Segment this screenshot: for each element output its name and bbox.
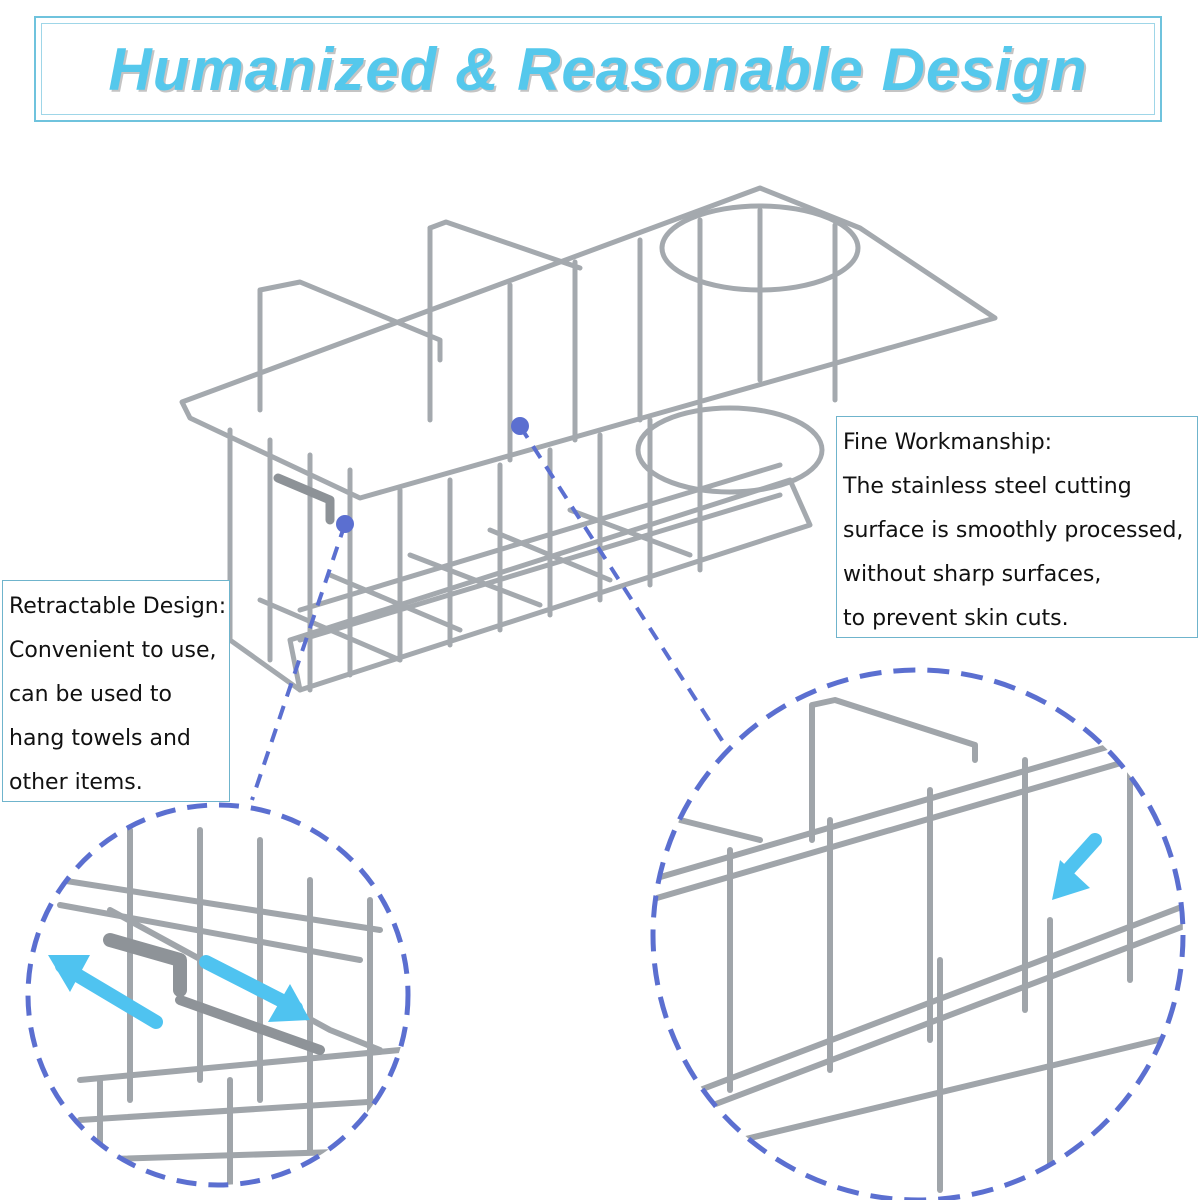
callout-retractable-design: Retractable Design: Convenient to use, c… [2, 580, 230, 802]
callout-line: to prevent skin cuts. [843, 606, 1069, 631]
sink-caddy-basket [179, 185, 998, 693]
double-arrow-icon [48, 955, 310, 1029]
callout-line: hang towels and [9, 726, 191, 751]
zoom-circle-retractable [25, 802, 411, 1188]
callout-line: Convenient to use, [9, 638, 217, 663]
title-banner: Humanized & Reasonable Design [34, 16, 1162, 122]
callout-line: can be used to [9, 682, 172, 707]
callout-line: Retractable Design: [9, 594, 227, 619]
hinge-marker-dot [336, 515, 354, 533]
leader-lines [250, 417, 727, 801]
callout-line: surface is smoothly processed, [843, 518, 1184, 543]
arrow-down-left-icon [1052, 833, 1102, 900]
callout-line: without sharp surfaces, [843, 562, 1102, 587]
callout-fine-workmanship: Fine Workmanship: The stainless steel cu… [836, 416, 1198, 638]
callout-line: other items. [9, 770, 143, 795]
callout-line: The stainless steel cutting [843, 474, 1132, 499]
callout-line: Fine Workmanship: [843, 430, 1053, 455]
rim-marker-dot [511, 417, 529, 435]
zoom-circle-workmanship [650, 667, 1186, 1200]
page-title: Humanized & Reasonable Design [108, 35, 1088, 103]
